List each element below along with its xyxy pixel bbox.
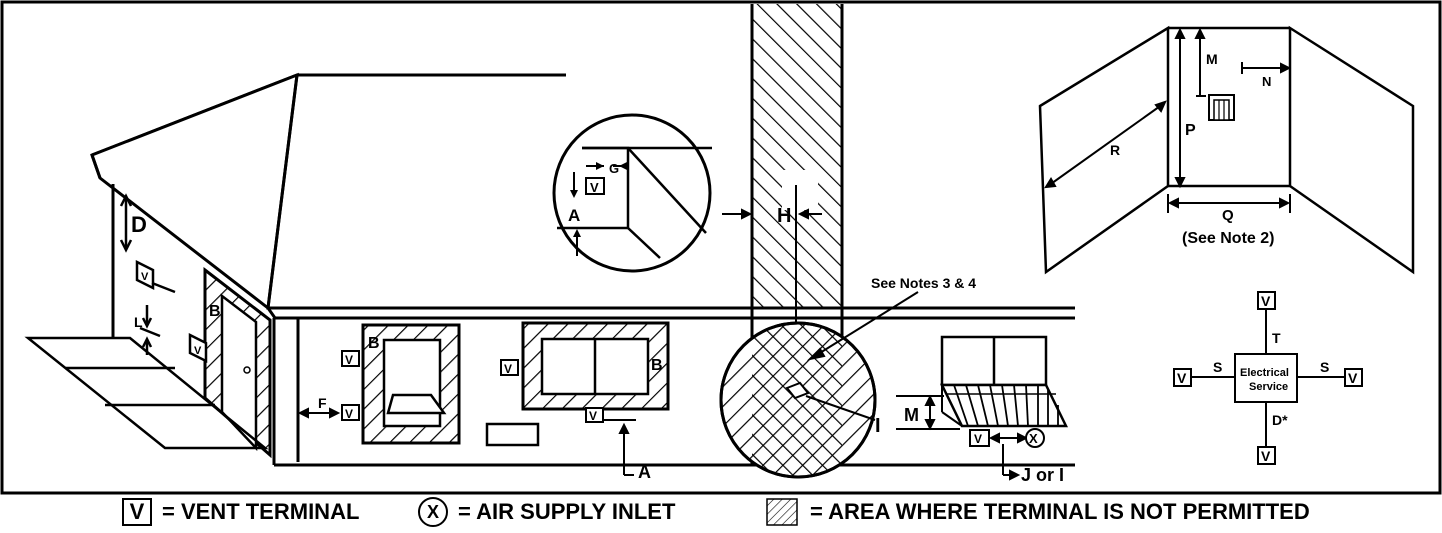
dimension-F [297, 407, 341, 419]
label-V-side-1: V [141, 271, 149, 283]
legend-area: = AREA WHERE TERMINAL IS NOT PERMITTED [766, 493, 1310, 531]
vent-terminal-icon: V [122, 498, 152, 526]
door-area [203, 266, 272, 459]
vent-to-inlet [969, 428, 1045, 481]
label-electrical: Electrical [1240, 367, 1289, 379]
label-V-win1b: V [345, 407, 353, 421]
label-X-deck: X [1029, 431, 1038, 446]
label-A-detail: A [568, 206, 580, 225]
label-V-win2a: V [504, 362, 512, 376]
label-V-elec-bottom: V [1261, 448, 1271, 464]
legend: V = VENT TERMINAL X = AIR SUPPLY INLET =… [0, 493, 1442, 533]
label-T: T [1272, 330, 1281, 346]
see-note-2: (See Note 2) [1182, 230, 1274, 247]
label-M-deck: M [904, 405, 919, 425]
label-V-win1a: V [345, 353, 353, 367]
dimension-A-bottom [618, 422, 634, 476]
house-side-wall [111, 184, 1075, 467]
label-H: H [777, 205, 791, 227]
label-M-corner: M [1206, 51, 1218, 67]
crosshatch-circle [719, 321, 877, 479]
label-D-star: D* [1272, 412, 1288, 428]
label-V-win2b: V [589, 409, 597, 423]
label-P: P [1185, 122, 1196, 139]
deck-railing [939, 335, 1069, 428]
wall-fixture [485, 422, 540, 447]
label-S-left: S [1213, 359, 1222, 375]
side-wall-annotations [119, 193, 208, 364]
house-roof [90, 72, 1075, 320]
corner-dimensions [1044, 27, 1292, 213]
electrical-service-diagram [1173, 291, 1363, 465]
label-N: N [1262, 74, 1271, 89]
label-G: G [609, 161, 619, 176]
label-F: F [318, 395, 327, 411]
label-V-elec-right: V [1348, 370, 1358, 386]
label-R: R [1110, 142, 1120, 158]
label-A-bottom: A [638, 462, 651, 482]
walkway-slab [24, 336, 269, 450]
legend-air-inlet: X = AIR SUPPLY INLET [418, 493, 675, 531]
legend-vent-text: = VENT TERMINAL [162, 499, 360, 524]
label-V-elec-left: V [1177, 370, 1187, 386]
legend-vent: V = VENT TERMINAL [122, 493, 359, 531]
label-V-deck: V [974, 432, 982, 446]
detail-circle [552, 113, 712, 273]
corner-walls [1038, 25, 1415, 275]
label-service: Service [1249, 381, 1288, 393]
see-notes-3-4: See Notes 3 & 4 [871, 275, 976, 291]
dimension-M [896, 394, 960, 431]
label-S-right: S [1320, 359, 1329, 375]
legend-air-text: = AIR SUPPLY INLET [458, 499, 676, 524]
label-B-door: B [209, 303, 221, 320]
label-V-side-2: V [194, 345, 202, 357]
hatched-area-icon [766, 498, 798, 526]
label-J-or-I: J or I [1021, 465, 1064, 485]
label-I: I [875, 415, 881, 437]
window-1-area [341, 323, 461, 445]
window-2-area [500, 321, 670, 423]
label-V-elec-top: V [1261, 293, 1271, 309]
air-inlet-icon: X [418, 497, 448, 527]
label-V-detail: V [590, 180, 599, 195]
outer-frame [0, 0, 1442, 495]
notes-3-4-arrow [806, 291, 919, 361]
label-B-win2: B [651, 357, 663, 374]
label-B-win1: B [368, 335, 380, 352]
legend-area-text: = AREA WHERE TERMINAL IS NOT PERMITTED [810, 499, 1310, 524]
label-D: D [131, 212, 147, 237]
label-Q: Q [1222, 207, 1234, 224]
label-L: L [134, 314, 143, 330]
